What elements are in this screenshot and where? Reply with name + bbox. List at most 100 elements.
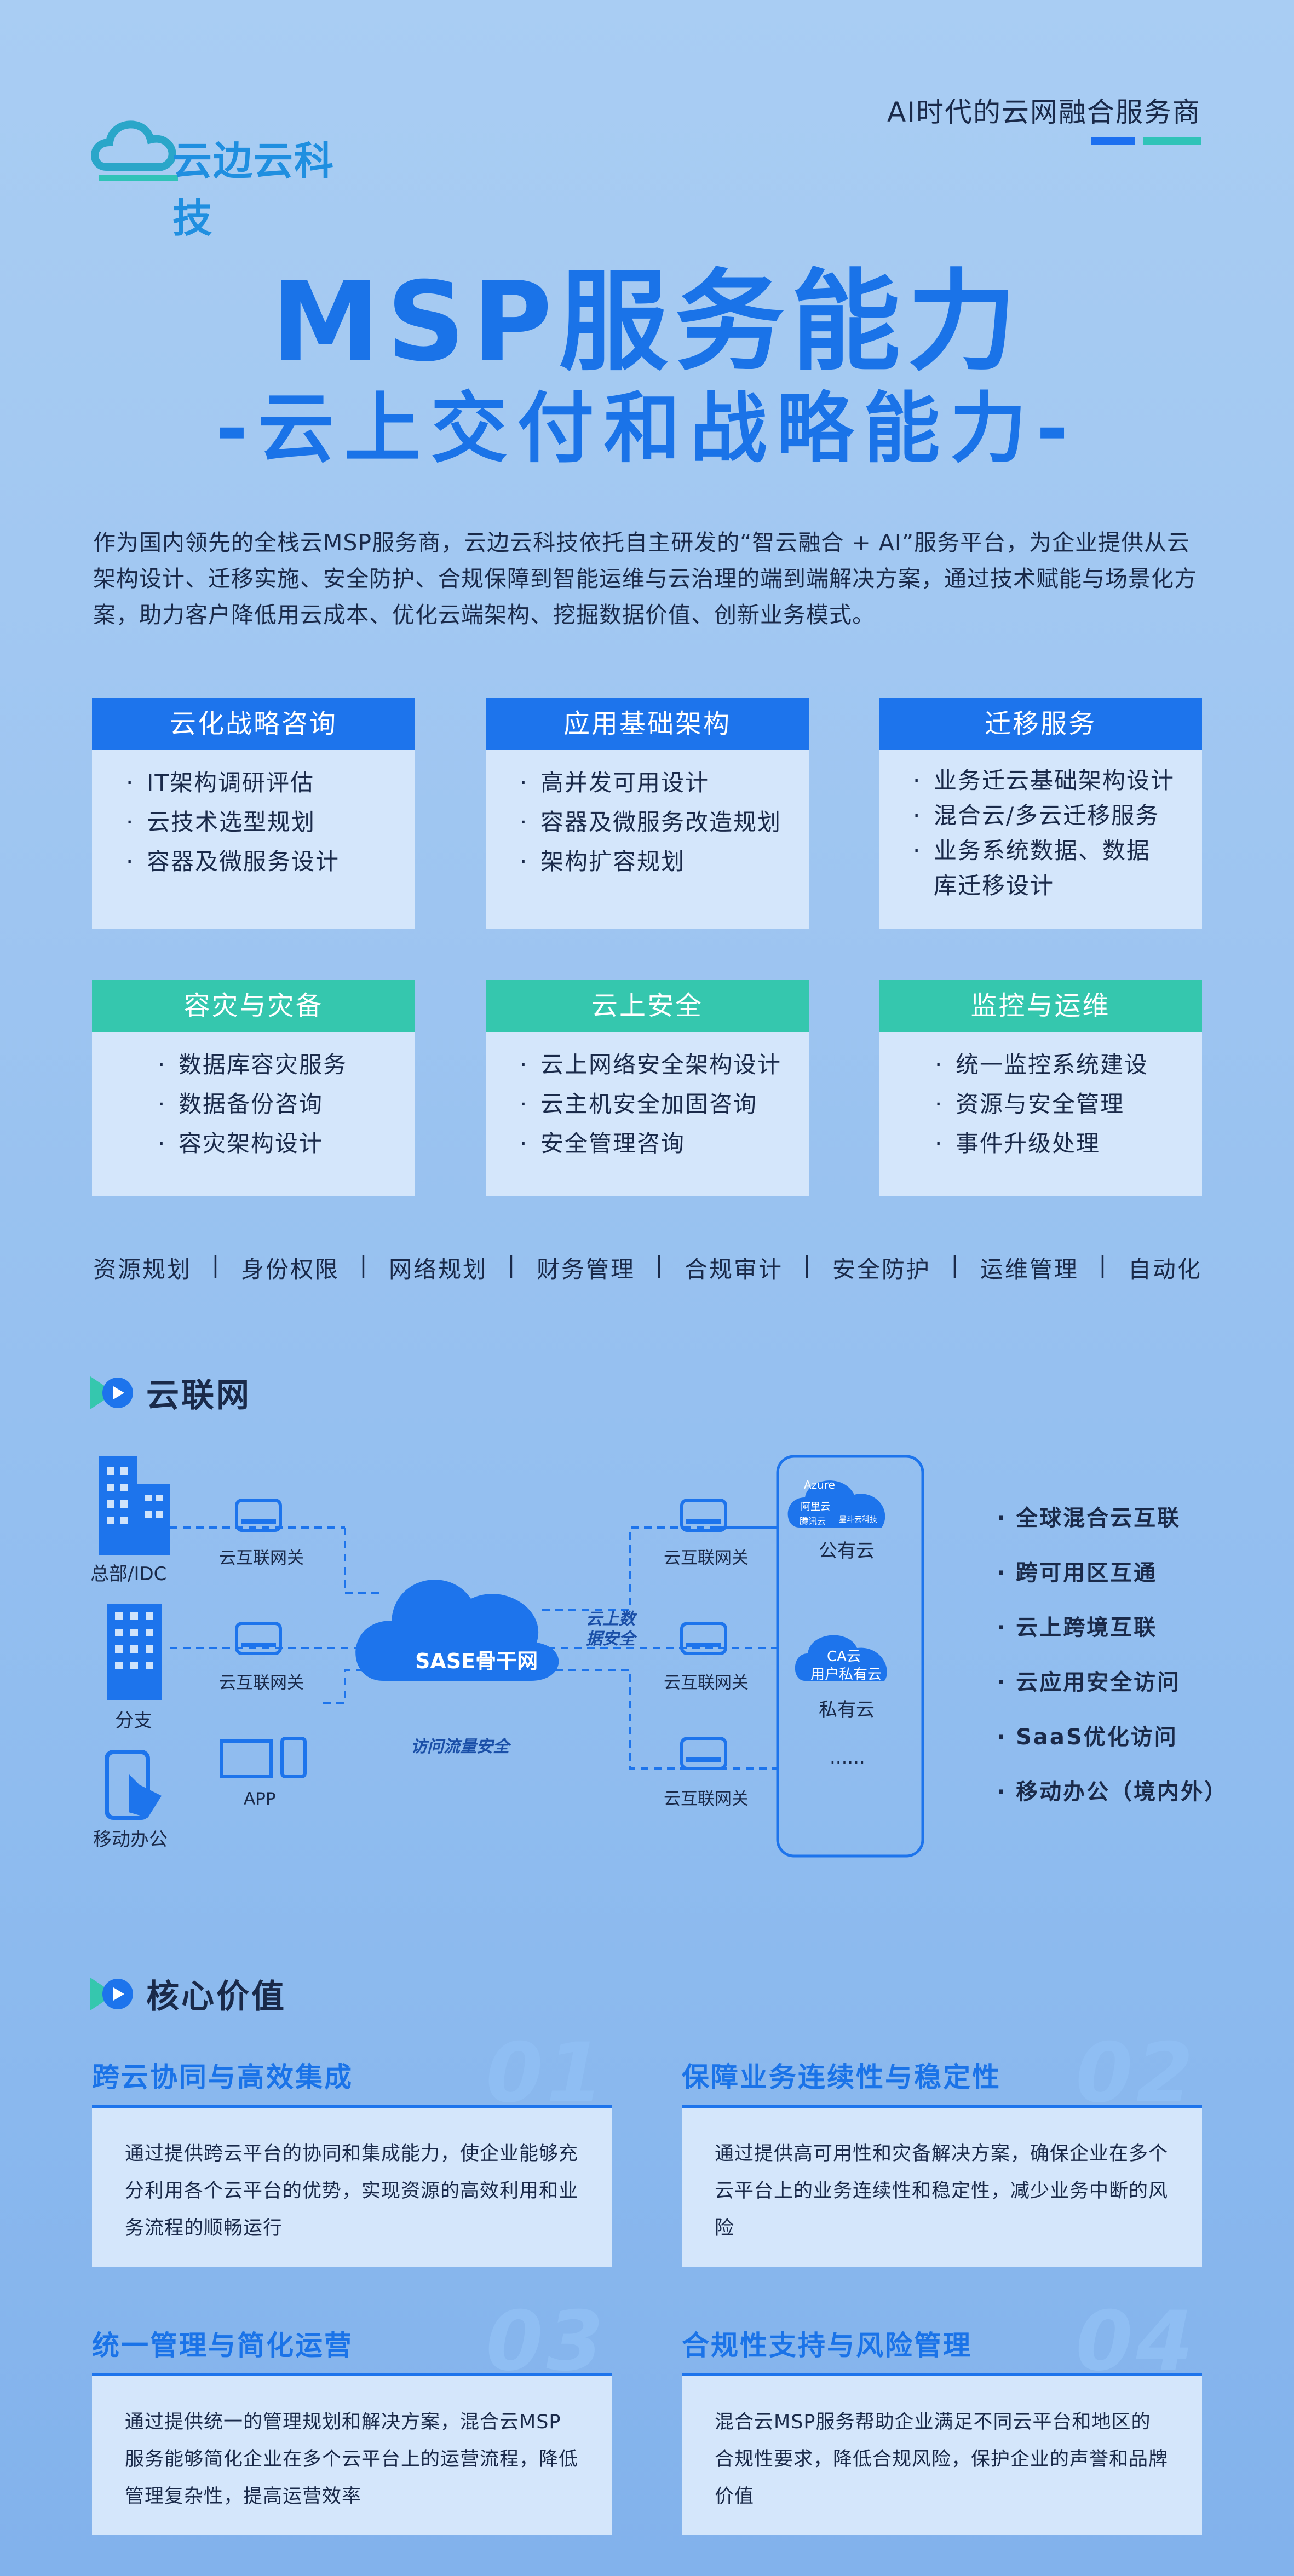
service-item: IT架构调研评估 [126,763,399,803]
service-item: 业务系统数据、数据库迁移设计 [913,833,1164,903]
mobile-label: 移动办公 [93,1829,168,1851]
app-label: APP [244,1789,276,1809]
tag-divider: | [1099,1251,1108,1278]
sase-cloud [355,1580,559,1681]
feature-item: · 云上跨境互联 [997,1615,1158,1640]
service-card: 应用基础架构 高并发可用设计 容器及微服务改造规划 架构扩容规划 [486,698,809,929]
service-card: 迁移服务 业务迁云基础架构设计 混合云/多云迁移服务 业务系统数据、数据库迁移设… [879,698,1202,929]
value-title: 统一管理与简化运营 [92,2330,353,2361]
tag-divider: | [951,1251,961,1278]
traffic-security-label: 访问流量安全 [411,1737,509,1756]
service-item: 资源与安全管理 [935,1085,1186,1124]
service-item: 统一监控系统建设 [935,1045,1186,1085]
value-number: 02 [1076,2026,1197,2121]
value-title: 保障业务连续性与稳定性 [682,2061,1001,2093]
building-icon [99,1456,170,1555]
gateway-label: 云互联网关 [219,1673,304,1693]
value-text: 通过提供跨云平台的协同和集成能力，使企业能够充分利用各个云平台的优势，实现资源的… [92,2108,612,2267]
value-text: 通过提供高可用性和灾备解决方案，确保企业在多个云平台上的业务连续性和稳定性，减少… [682,2108,1202,2267]
service-card: 云上安全 云上网络安全架构设计 云主机安全加固咨询 安全管理咨询 [486,980,809,1196]
value-number: 01 [486,2026,607,2121]
tag-divider: | [655,1251,665,1278]
section-title: 云联网 [146,1376,251,1415]
private-cloud-label: 私有云 [819,1699,875,1721]
service-item: 业务迁云基础架构设计 [913,763,1186,798]
feature-item: · SaaS优化访问 [997,1725,1178,1750]
tencent-logo: 腾讯云 [800,1516,826,1526]
tag-divider: | [803,1251,813,1278]
value-title: 合规性支持与风险管理 [682,2330,972,2361]
tag: 身份权限 [240,1256,340,1283]
tagline-bar-blue [1091,137,1135,145]
service-item: 容器及微服务改造规划 [520,803,792,842]
network-feature-list: · 全球混合云互联 · 跨可用区互通 · 云上跨境互联 · 云应用安全访问 · … [997,1500,1228,1829]
service-card-title: 应用基础架构 [486,698,809,750]
tag: 财务管理 [536,1256,635,1283]
service-item: 容器及微服务设计 [126,842,399,881]
service-item: 事件升级处理 [935,1124,1186,1163]
service-item: 高并发可用设计 [520,763,792,803]
value-number: 04 [1076,2294,1197,2389]
value-text: 通过提供统一的管理规划和解决方案，混合云MSP服务能够简化企业在多个云平台上的运… [92,2376,612,2535]
value-block: 01 跨云协同与高效集成 通过提供跨云平台的协同和集成能力，使企业能够充分利用各… [92,2026,612,2267]
more-label: ...... [830,1747,865,1768]
tag-divider: | [211,1251,221,1278]
service-item: 云技术选型规划 [126,803,399,842]
play-icon [90,1977,134,2010]
tag: 安全防护 [832,1256,931,1283]
gateway-label: 云互联网关 [664,1548,749,1568]
tagline: AI时代的云网融合服务商 [887,96,1201,128]
service-card-title: 云上安全 [486,980,809,1032]
ca-private-label: 用户私有云 [810,1667,882,1683]
hq-label: 总部/IDC [90,1563,167,1585]
service-item: 数据库容灾服务 [158,1045,399,1085]
service-card: 云化战略咨询 IT架构调研评估 云技术选型规划 容器及微服务设计 [92,698,415,929]
section-title: 核心价值 [146,1978,286,2016]
public-cloud-label: 公有云 [819,1540,875,1562]
company-logo: 云边云科技 [90,96,348,241]
backbone-label: SASE骨干网 [415,1649,538,1673]
service-card-title: 容灾与灾备 [92,980,415,1032]
app-devices-icon [220,1737,307,1778]
cloud-logo-icon [91,120,178,181]
gateway-label: 云互联网关 [219,1548,304,1568]
section-heading-network: 云联网 [90,1369,251,1416]
intro-paragraph: 作为国内领先的全栈云MSP服务商，云边云科技依托自主研发的“智云融合 + AI”… [93,529,1197,628]
tag-divider: | [507,1251,517,1278]
tag: 资源规划 [93,1256,192,1283]
value-block: 02 保障业务连续性与稳定性 通过提供高可用性和灾备解决方案，确保企业在多个云平… [682,2026,1202,2267]
feature-item: · 移动办公（境内外） [997,1779,1228,1805]
gateway-label: 云互联网关 [664,1673,749,1693]
aliyun-logo: 阿里云 [801,1501,830,1513]
service-card: 容灾与灾备 数据库容灾服务 数据备份咨询 容灾架构设计 [92,980,415,1196]
page-subtitle: -云上交付和战略能力- [216,384,1078,474]
service-item: 数据备份咨询 [158,1085,399,1124]
tag: 运维管理 [980,1256,1079,1283]
service-item: 混合云/多云迁移服务 [913,798,1186,833]
data-security-label: 云上数据安全 [586,1610,635,1649]
feature-item: · 云应用安全访问 [997,1670,1181,1695]
tag-divider: | [359,1251,369,1278]
tag: 合规审计 [684,1256,783,1283]
office-icon [107,1604,162,1700]
mobile-touch-icon [105,1750,162,1820]
service-card-title: 云化战略咨询 [92,698,415,750]
feature-item: · 跨可用区互通 [997,1560,1158,1586]
capability-tags: 资源规划 | 身份权限 | 网络规划 | 财务管理 | 合规审计 | 安全防护 … [93,1251,1202,1284]
service-item: 架构扩容规划 [520,842,792,881]
network-diagram: 总部/IDC 分支 移动办公 云互联网关 云互联网关 APP 云互联网关 云互联… [88,1434,1216,1872]
service-item: 云上网络安全架构设计 [520,1045,792,1085]
gateway-label: 云互联网关 [664,1789,749,1809]
value-number: 03 [486,2294,607,2389]
section-heading-values: 核心价值 [90,1970,286,2018]
service-card: 监控与运维 统一监控系统建设 资源与安全管理 事件升级处理 [879,980,1202,1196]
azure-logo: Azure [804,1478,835,1491]
tagline-bar-green [1143,137,1201,145]
logo-text: 云边云科技 [172,138,335,241]
tag: 自动化 [1128,1256,1202,1283]
cloud4-logo: 星斗云科技 [839,1515,877,1524]
branch-label: 分支 [115,1710,152,1732]
service-card-title: 迁移服务 [879,698,1202,750]
feature-item: · 全球混合云互联 [997,1506,1181,1531]
page-title: MSP服务能力 [271,258,1023,386]
